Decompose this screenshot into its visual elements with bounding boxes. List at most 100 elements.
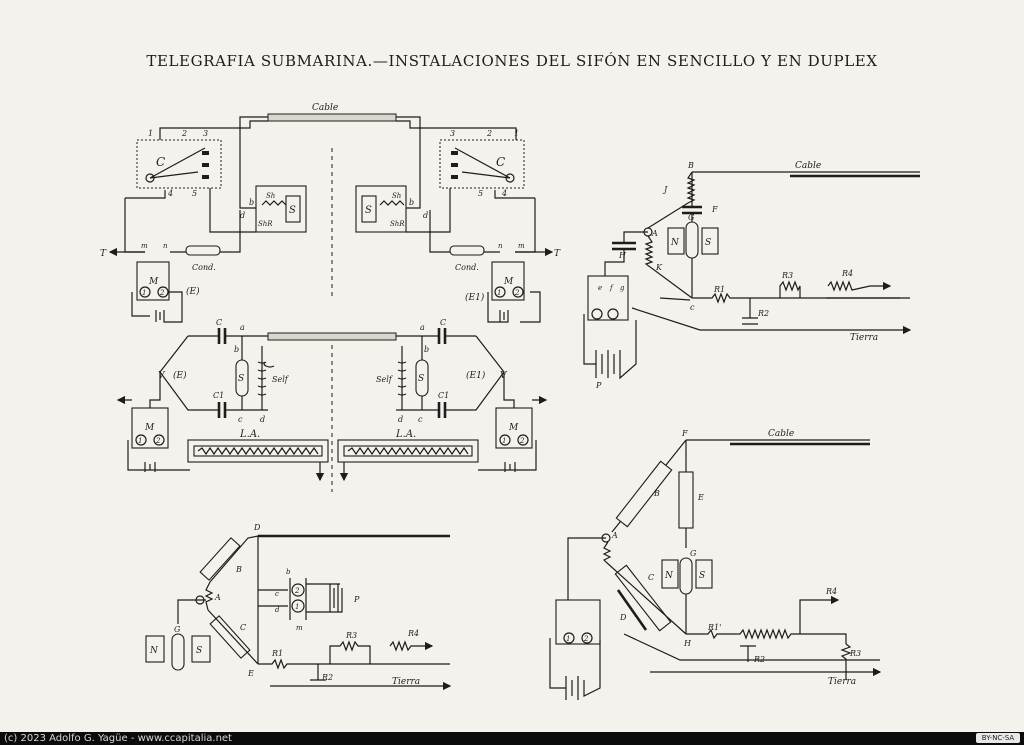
fig3-h: H [618,251,627,260]
fig1-left-terminal-2: 2 [181,129,187,138]
fig1-left-station: (E) [186,286,200,297]
fig4-magnet-s [191,635,211,663]
fig5-d: D [619,613,627,622]
fig5-magnet-s [695,559,713,589]
fig5-tierra: Tierra [828,677,856,687]
fig5-e: E [697,493,704,502]
fig4-condenser-c [209,615,251,659]
fig2-left-m: M [144,423,155,433]
fig4-key-2: 2 [294,587,300,595]
fig5-f: F [681,429,688,438]
fig1-right-station: (E1) [465,292,485,303]
fig1-cable-label: Cable [312,103,338,113]
fig1-right-cond-label: Cond. [455,263,479,272]
fig5-b: B [653,489,660,498]
fig1-left-cond-label: Cond. [192,263,216,272]
fig5-key-2: 2 [583,635,589,643]
fig2-left-s: S [238,374,244,384]
fig1-left-d-label: d [240,211,245,220]
fig5-galvanometer [679,557,693,595]
fig1-left-s-label: S [289,205,296,216]
fig3-f: F [711,205,718,214]
fig1-left-m-label: m [141,242,148,250]
fig4-magnet-n [145,635,165,663]
fig5-s: S [699,571,705,581]
fig2-siphon-condensers: C a C1 V (E) S Self b c d 1 2 M L.A. [118,318,546,492]
fig5-condenser-e [678,471,694,529]
fig3-b: B [687,161,694,170]
fig2-right-m: M [508,423,519,433]
fig4-e: E [247,669,254,678]
fig3-g: G [688,213,695,222]
fig1-right-shr-label: ShR [390,220,405,228]
fig5-r1: R1' [707,623,721,632]
fig4-a: A [214,593,221,602]
fig1-right-terminal-3: 3 [450,129,455,138]
fig2-right-siphon [415,359,429,397]
fig4-dd: d [275,606,280,614]
fig1-left-terminal-4: 4 [167,189,173,198]
fig2-right-d: d [398,415,403,424]
fig5-cable-label: Cable [768,429,794,439]
fig5-r3: R3 [849,649,861,658]
fig1-left-key-1: 1 [142,289,146,297]
fig4-s: S [196,646,202,656]
fig2-right-a: a [420,323,425,332]
fig1-right-t-label: T [554,249,561,259]
fig3-r3: R3 [781,271,793,280]
fig1-left-terminal-1: 1 [148,129,153,138]
fig3-r4: R4 [841,269,853,278]
fig1-left-terminal-3: 3 [203,129,208,138]
fig3-magnet-s [701,227,719,255]
license-badge: BY-NC-SA [976,733,1020,743]
fig3-n: N [670,238,680,248]
fig1-right-b-label: b [409,198,414,207]
credit-text: (c) 2023 Adolfo G. Yagüe - www.ccapitali… [4,733,232,744]
fig3-c: c [690,303,695,312]
fig4-r2: R2 [321,673,333,682]
fig1-cable-symbol [267,113,397,122]
fig4-d: D [253,523,261,532]
fig2-left-e: (E) [173,370,187,381]
credit-bar: (c) 2023 Adolfo G. Yagüe - www.ccapitali… [0,732,1024,745]
fig1-left-condenser [185,245,221,256]
fig3-s: S [705,238,711,248]
fig1-left-key-2: 2 [159,289,165,297]
fig1-right-condenser [449,245,485,256]
fig1-right-m-mark: M [503,277,514,287]
fig2-left-c1: C1 [213,391,224,400]
fig2-left-a: a [240,323,245,332]
fig5-a: A [611,531,618,540]
fig2-left-b: b [234,345,239,354]
fig5-c: C [648,573,654,582]
fig3-r2: R2 [757,309,769,318]
fig3-e: e [598,284,602,292]
fig1-right-key-2: 2 [514,289,520,297]
fig2-right-key [495,407,533,449]
fig4-galvanometer [171,633,185,671]
fig5-key-1: 1 [566,635,570,643]
fig1-left-shr-label: ShR [258,220,273,228]
fig1-right-d-label: d [423,211,428,220]
fig3-galvanometer [685,221,699,259]
fig2-right-key-2: 2 [519,437,525,445]
fig2-right-key-1: 1 [502,437,506,445]
fig2-left-siphon [235,359,249,397]
fig4-r3: R3 [345,631,357,640]
fig5-condenser-c [614,564,672,632]
fig4-bb: b [286,568,291,576]
fig2-right-c: C [440,318,446,327]
fig2-right-la: L.A. [395,429,416,440]
fig4-n: N [149,646,159,656]
fig5-r4: R4 [825,587,837,596]
fig2-left-c: C [216,318,222,327]
fig1-right-s-label: S [365,205,372,216]
fig3-k: K [655,263,663,272]
fig5-key [555,599,601,645]
fig5-n: N [664,571,674,581]
fig2-left-la: L.A. [239,429,260,440]
fig1-left-b-label: b [249,198,254,207]
fig1-left-switch-pivot [145,173,155,183]
fig1-right-terminal-2: 2 [486,129,492,138]
fig1-left-n-label: n [163,242,168,250]
